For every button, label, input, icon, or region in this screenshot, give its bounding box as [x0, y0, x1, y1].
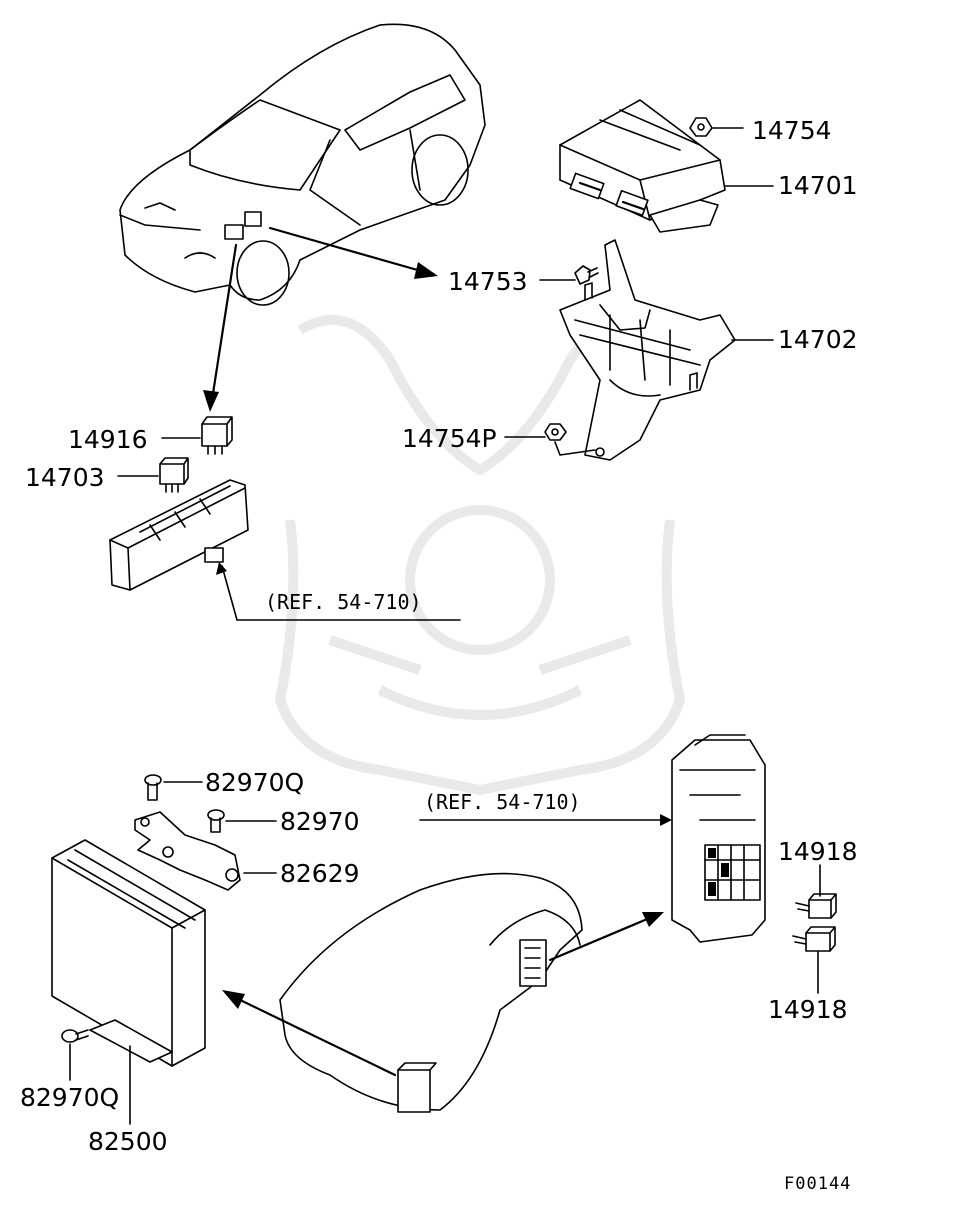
figure-code: F00144: [784, 1174, 851, 1194]
relay-box-icon: [109, 479, 249, 591]
fuse-box-icon: [671, 734, 766, 943]
reference-54-710-top: (REF. 54-710): [265, 590, 422, 614]
reference-leader-bottom: [419, 814, 672, 826]
bracket-14702-icon: [559, 239, 736, 461]
bolt-14753-icon: [574, 265, 599, 285]
relay-14918-bottom-icon: [792, 926, 836, 952]
label-14703: 14703: [25, 463, 105, 492]
bolt-82970q-bottom-icon: [61, 1029, 89, 1043]
label-82970q-bottom: 82970Q: [20, 1083, 119, 1112]
arrow-to-relay-box: [203, 243, 238, 412]
vehicle-icon: [119, 23, 486, 306]
relay-14918-top-icon: [795, 893, 837, 919]
bracket-82629-icon: [134, 811, 241, 891]
nut-14754p-icon: [544, 423, 567, 441]
arrow-to-fuse-box: [548, 912, 664, 962]
control-unit-14701-icon: [559, 99, 726, 233]
reference-leader-top: [216, 562, 461, 621]
relay-14703-icon: [159, 457, 189, 493]
relay-14916-icon: [201, 416, 233, 455]
label-14701: 14701: [778, 171, 858, 200]
label-14918-top: 14918: [778, 837, 858, 866]
bolt-82970-icon: [207, 809, 225, 833]
ecu-82500-icon: [51, 839, 206, 1067]
reference-54-710-bottom: (REF. 54-710): [424, 790, 581, 814]
label-82500: 82500: [88, 1127, 168, 1156]
label-14753: 14753: [448, 267, 528, 296]
arrow-to-ecu: [222, 990, 397, 1077]
label-82629: 82629: [280, 859, 360, 888]
label-82970: 82970: [280, 807, 360, 836]
bolt-82970q-top-icon: [144, 774, 162, 801]
dashboard-icon: [279, 872, 583, 1113]
label-14916: 14916: [68, 425, 148, 454]
label-82970q-top: 82970Q: [205, 768, 304, 797]
label-14754: 14754: [752, 116, 832, 145]
label-14754p: 14754P: [402, 424, 497, 453]
label-14918-bottom: 14918: [768, 995, 848, 1024]
label-14702: 14702: [778, 325, 858, 354]
nut-14754-icon: [689, 117, 713, 137]
arrow-to-control-unit: [268, 226, 438, 279]
leader-lines: [69, 127, 821, 1125]
